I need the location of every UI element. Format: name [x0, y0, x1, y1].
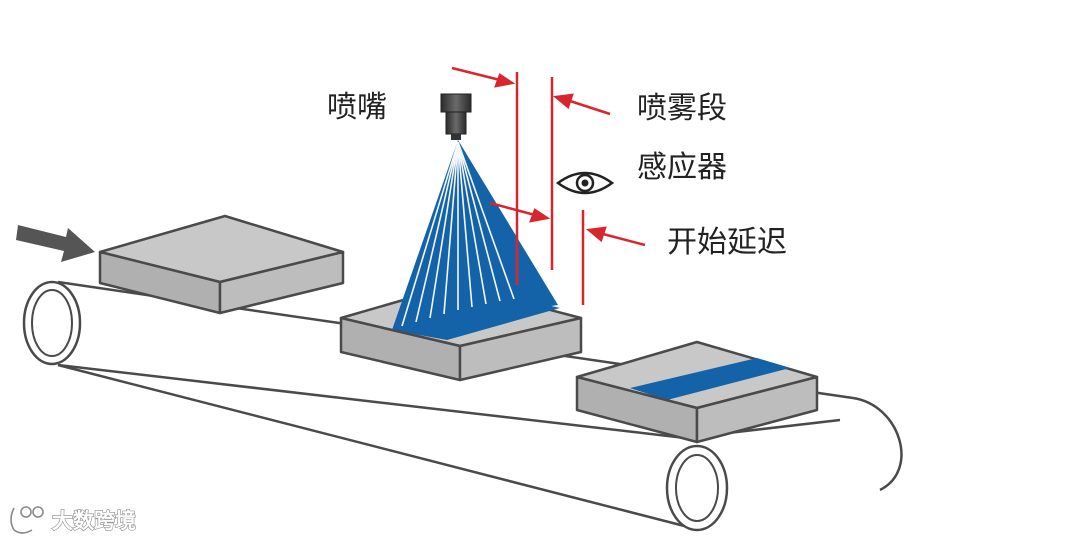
right-roller — [665, 444, 729, 532]
belt-top-front-edge — [57, 363, 686, 440]
box-spraying-side — [458, 316, 583, 382]
spray-cone — [392, 140, 558, 330]
box-coated-side — [695, 375, 819, 444]
label-sensor: 感应器 — [637, 150, 727, 185]
label-spray-segment: 喷雾段 — [637, 91, 727, 126]
box-unsprayed-side — [218, 250, 345, 315]
belt-bottom-edge — [57, 363, 701, 532]
box-coated — [575, 340, 819, 444]
watermark-text: 大数跨境 — [52, 509, 136, 533]
eye-icon — [555, 171, 615, 195]
box-unsprayed — [98, 214, 345, 315]
box-coated-stripe — [630, 358, 790, 400]
label-nozzle: 喷嘴 — [327, 90, 387, 125]
measurement-markers — [451, 66, 646, 305]
watermark: 大数跨境 — [10, 506, 137, 534]
nozzle — [440, 93, 472, 140]
arrow-right-icon — [16, 225, 95, 262]
logo-icon — [10, 506, 44, 534]
belt-right-top-edge — [852, 396, 903, 492]
left-roller — [22, 280, 82, 366]
label-start-delay: 开始延迟 — [667, 225, 787, 260]
